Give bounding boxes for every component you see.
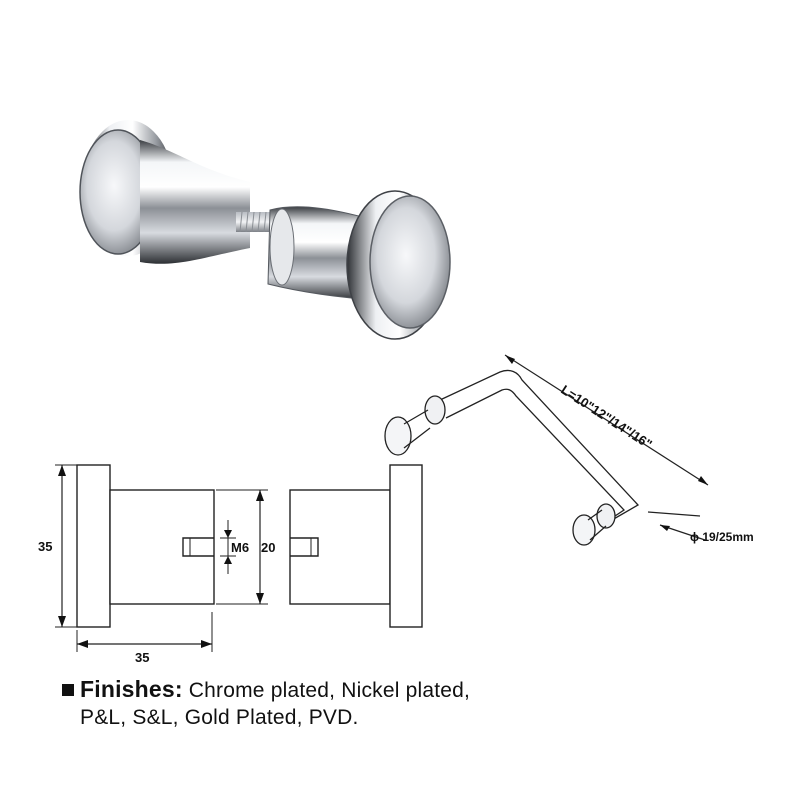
tech-drawing-left (55, 464, 268, 652)
left-body (109, 489, 215, 605)
thread-label: M6 (231, 540, 249, 555)
top-bar-post (424, 395, 446, 425)
knob-render (79, 120, 451, 340)
diameter-arrow (660, 525, 670, 531)
length-label: L=10"12"/14"/16" (558, 382, 654, 452)
width-outer-label: 35 (135, 650, 149, 665)
length-arrow-end (698, 476, 708, 485)
length-arrow-start (505, 355, 515, 364)
finishes-line-1: Finishes: Chrome plated, Nickel plated, (62, 676, 782, 704)
finishes-text: Finishes: Chrome plated, Nickel plated, … (62, 676, 782, 731)
finishes-list-2: P&L, S&L, Gold Plated, PVD. (80, 706, 359, 729)
bottom-knob-cap (572, 514, 596, 546)
height-inner-label: 20 (261, 540, 275, 555)
right-thread-hole (290, 537, 319, 557)
tech-arrowheads (58, 465, 264, 648)
towel-bar-drawing (384, 354, 709, 546)
diameter-ext-line (647, 511, 701, 517)
length-dimension-line (504, 354, 709, 486)
finishes-list-1: Chrome plated, Nickel plated, (182, 679, 471, 702)
bottom-bar-post (596, 503, 616, 529)
left-thread-hole (182, 537, 214, 557)
right-base-plate (389, 464, 423, 628)
finishes-line-2: P&L, S&L, Gold Plated, PVD. (62, 704, 782, 731)
height-outer-label: 35 (38, 539, 52, 554)
top-knob-neck (403, 409, 431, 449)
right-sleeve-end (269, 208, 295, 286)
left-base-plate (76, 464, 111, 628)
bar-outer (439, 369, 640, 521)
left-neck (140, 140, 250, 264)
bottom-knob-neck (587, 509, 607, 541)
bar-inner (445, 388, 626, 523)
tech-drawing-right (289, 464, 423, 628)
top-knob-cap (384, 416, 412, 456)
right-cap-face (369, 195, 451, 329)
bullet-icon (62, 684, 74, 696)
right-body (289, 489, 391, 605)
finishes-label: Finishes: (80, 676, 183, 702)
diameter-label: ϕ 19/25mm (690, 530, 754, 544)
